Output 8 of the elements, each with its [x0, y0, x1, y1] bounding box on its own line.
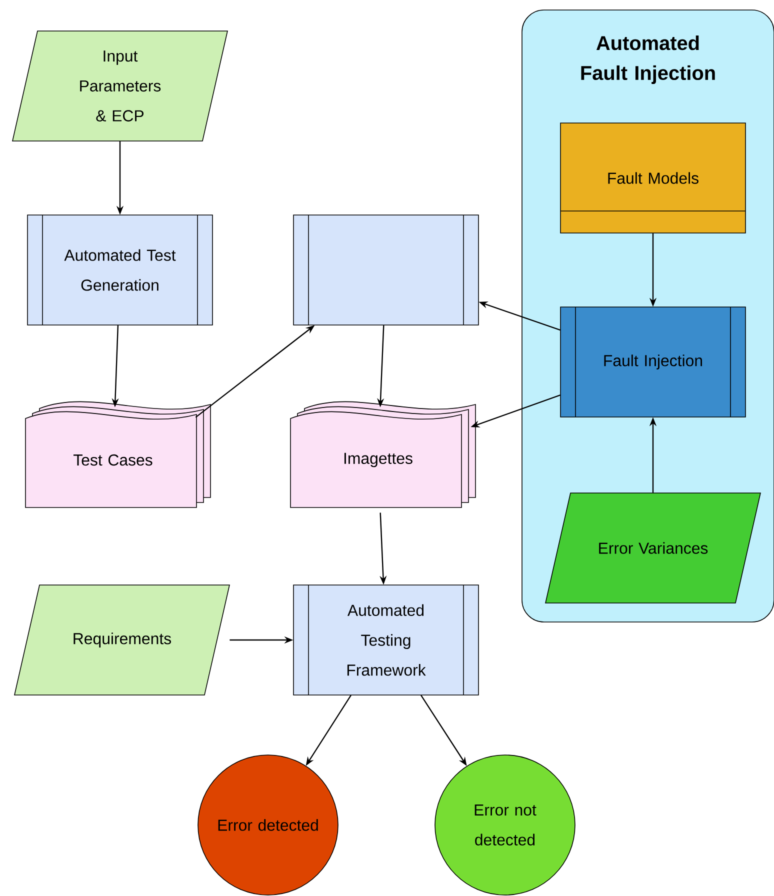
process-box: Fault Injection [560, 306, 746, 418]
input-parallelogram: Input Parameters & ECP [12, 30, 228, 142]
input-parallelogram: Error Variances [545, 492, 761, 604]
process-box: Automated Test Generation [27, 214, 213, 326]
input-parallelogram: Requirements [14, 584, 230, 696]
process-box [293, 214, 479, 326]
storage-box: Fault Models [560, 122, 746, 234]
process-box: Automated Testing Framework [293, 584, 479, 696]
